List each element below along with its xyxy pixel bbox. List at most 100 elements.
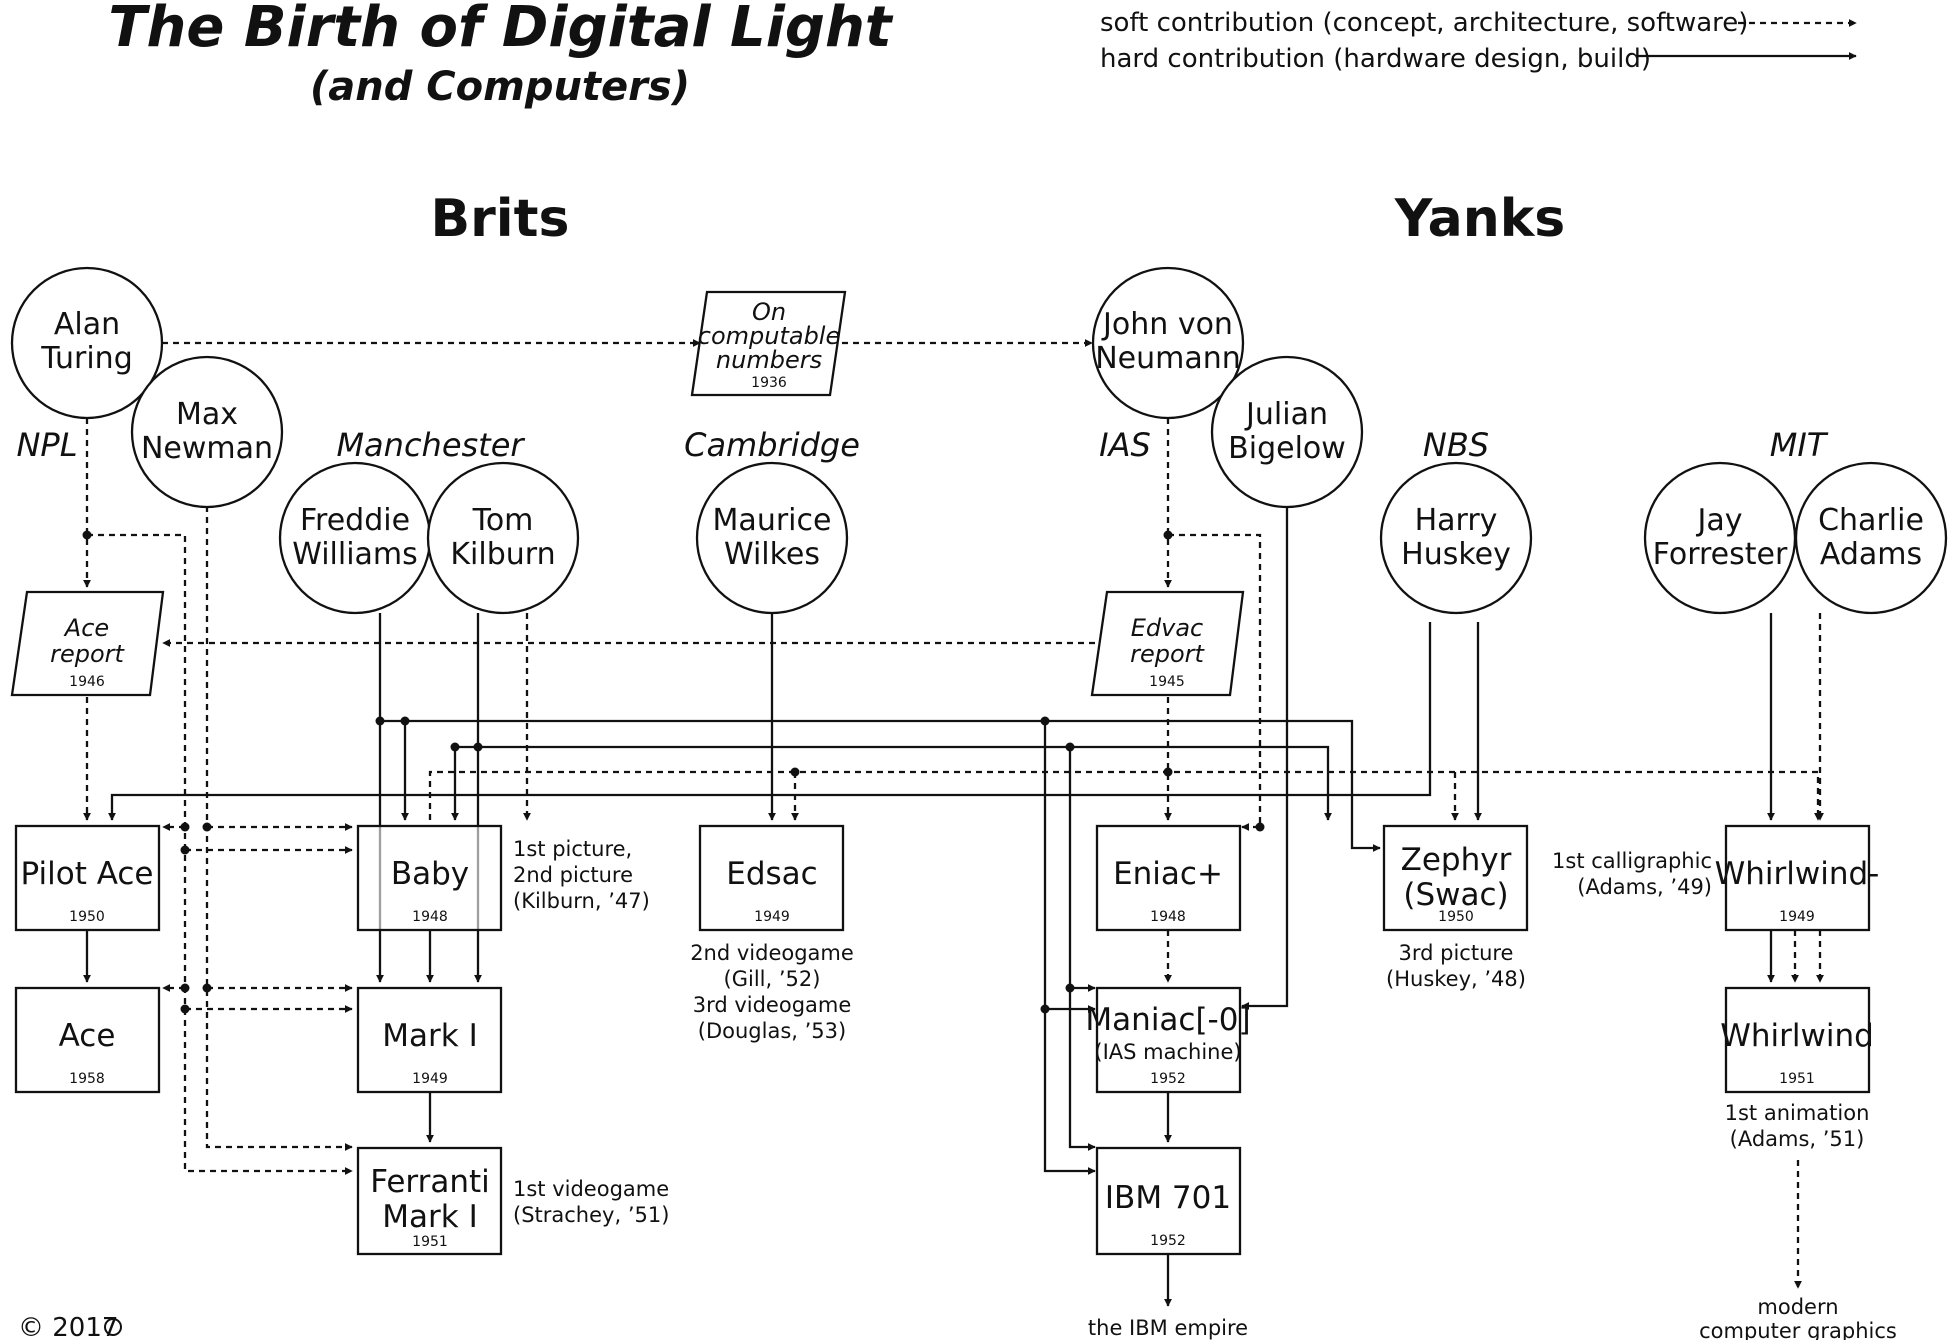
svg-text:Edsac: Edsac [726, 856, 817, 892]
svg-text:Kilburn: Kilburn [450, 537, 555, 572]
svg-text:Zephyr: Zephyr [1401, 842, 1512, 878]
person-julian-bigelow: Julian Bigelow [1210, 355, 1364, 509]
svg-text:(Huskey, ’48): (Huskey, ’48) [1386, 967, 1526, 991]
svg-text:(IAS machine): (IAS machine) [1094, 1040, 1241, 1064]
svg-text:Maurice: Maurice [713, 503, 832, 538]
svg-text:Whirlwind-: Whirlwind- [1715, 856, 1880, 892]
svg-text:Williams: Williams [292, 537, 418, 572]
svg-text:Maniac[-0]: Maniac[-0] [1085, 1002, 1250, 1038]
person-harry-huskey: Harry Huskey [1379, 461, 1533, 615]
connections [82, 339, 1824, 1307]
person-jay-forrester: Jay Forrester [1643, 461, 1797, 615]
svg-text:computer graphics: computer graphics [1699, 1319, 1897, 1340]
group-brits: Brits [431, 189, 570, 249]
svg-text:Pilot Ace: Pilot Ace [21, 856, 154, 892]
svg-text:1949: 1949 [412, 1071, 448, 1087]
svg-text:(Swac): (Swac) [1403, 877, 1508, 913]
machine-whirlwind-minus: Whirlwind- 1949 [1715, 824, 1880, 932]
svg-text:1946: 1946 [69, 674, 105, 690]
svg-text:Tom: Tom [472, 503, 534, 538]
svg-text:Neumann: Neumann [1095, 341, 1241, 376]
svg-text:Wilkes: Wilkes [724, 537, 820, 572]
svg-text:1952: 1952 [1150, 1071, 1186, 1087]
machine-eniac-plus: Eniac+ 1948 [1095, 824, 1242, 932]
machine-baby: Baby 1948 [356, 824, 503, 932]
creative-commons-icon [104, 1318, 122, 1336]
machine-pilot-ace: Pilot Ace 1950 [14, 824, 161, 932]
person-john-von-neumann: John von Neumann [1091, 266, 1245, 420]
svg-text:1st videogame: 1st videogame [513, 1177, 669, 1201]
svg-text:1949: 1949 [754, 909, 790, 925]
svg-text:Ace: Ace [59, 1018, 116, 1054]
machine-edsac: Edsac 1949 [698, 824, 845, 932]
svg-text:the IBM empire: the IBM empire [1088, 1316, 1248, 1340]
svg-text:Max: Max [176, 397, 238, 432]
svg-text:Edvac: Edvac [1131, 614, 1204, 642]
person-alan-turing: Alan Turing [10, 266, 164, 420]
svg-text:Alan: Alan [54, 307, 120, 342]
svg-text:report: report [50, 640, 125, 668]
svg-text:(Adams, ’51): (Adams, ’51) [1730, 1127, 1865, 1151]
note-baby: 1st picture, 2nd picture (Kilburn, ’47) [513, 837, 650, 913]
svg-text:2nd videogame: 2nd videogame [690, 941, 854, 965]
person-max-newman: Max Newman [130, 355, 284, 509]
svg-text:Ferranti: Ferranti [370, 1164, 490, 1200]
svg-text:Freddie: Freddie [300, 503, 410, 538]
svg-text:1952: 1952 [1150, 1233, 1186, 1249]
machine-ferranti-mark-i: Ferranti Mark I 1951 [356, 1146, 503, 1256]
svg-text:3rd picture: 3rd picture [1399, 941, 1514, 965]
note-whirlwind: 1st animation (Adams, ’51) [1725, 1101, 1870, 1151]
svg-text:1936: 1936 [751, 375, 787, 391]
svg-text:1945: 1945 [1149, 674, 1185, 690]
machine-ace: Ace 1958 [14, 986, 161, 1094]
svg-text:1st picture,: 1st picture, [513, 837, 632, 861]
svg-text:1948: 1948 [1150, 909, 1186, 925]
machine-maniac: Maniac[-0] (IAS machine) 1952 [1085, 986, 1251, 1094]
svg-text:Mark I: Mark I [382, 1018, 477, 1054]
svg-text:1st animation: 1st animation [1725, 1101, 1870, 1125]
svg-text:Turing: Turing [40, 341, 133, 376]
svg-text:1949: 1949 [1779, 909, 1815, 925]
svg-text:Adams: Adams [1820, 537, 1922, 572]
institution-cambridge: Cambridge [684, 426, 860, 464]
institution-npl: NPL [16, 426, 77, 464]
svg-text:Huskey: Huskey [1401, 537, 1511, 572]
svg-text:Charlie: Charlie [1818, 503, 1924, 538]
person-tom-kilburn: Tom Kilburn [426, 461, 580, 615]
institution-mit: MIT [1770, 426, 1829, 464]
machine-mark-i: Mark I 1949 [356, 986, 503, 1094]
machine-zephyr: Zephyr (Swac) 1950 [1382, 824, 1529, 932]
svg-text:(Gill, ’52): (Gill, ’52) [724, 967, 821, 991]
institution-ias: IAS [1099, 426, 1151, 464]
main-title: The Birth of Digital Light [108, 0, 894, 60]
svg-text:(Adams, ’49): (Adams, ’49) [1577, 875, 1712, 899]
svg-text:1958: 1958 [69, 1071, 105, 1087]
group-yanks: Yanks [1394, 189, 1566, 249]
svg-text:(Strachey, ’51): (Strachey, ’51) [513, 1203, 669, 1227]
svg-text:Jay: Jay [1696, 503, 1743, 538]
svg-text:1951: 1951 [1779, 1071, 1815, 1087]
legend-soft-label: soft contribution (concept, architecture… [1100, 8, 1748, 38]
svg-text:Forrester: Forrester [1653, 537, 1788, 572]
document-on-computable-numbers: On computable numbers 1936 [690, 290, 847, 397]
svg-text:1st calligraphic: 1st calligraphic [1552, 849, 1712, 873]
svg-text:John von: John von [1101, 307, 1233, 342]
note-whirlwind-minus: 1st calligraphic (Adams, ’49) [1552, 849, 1712, 899]
legend-hard-label: hard contribution (hardware design, buil… [1100, 44, 1651, 74]
svg-text:Harry: Harry [1415, 503, 1498, 538]
svg-text:3rd videogame: 3rd videogame [693, 993, 852, 1017]
svg-text:Whirlwind: Whirlwind [1720, 1018, 1874, 1054]
svg-text:numbers: numbers [716, 346, 822, 374]
legend: soft contribution (concept, architecture… [1100, 8, 1857, 74]
svg-text:2nd picture: 2nd picture [513, 863, 633, 887]
svg-text:On: On [752, 298, 786, 326]
note-modern-graphics: modern computer graphics [1699, 1295, 1897, 1340]
machine-ibm-701: IBM 701 1952 [1095, 1146, 1242, 1256]
svg-text:Newman: Newman [141, 431, 273, 466]
svg-text:(Douglas, ’53): (Douglas, ’53) [698, 1019, 846, 1043]
svg-text:Bigelow: Bigelow [1228, 431, 1346, 466]
document-edvac-report: Edvac report 1945 [1090, 590, 1245, 697]
machine-whirlwind: Whirlwind 1951 [1720, 986, 1874, 1094]
svg-text:Julian: Julian [1244, 397, 1328, 432]
